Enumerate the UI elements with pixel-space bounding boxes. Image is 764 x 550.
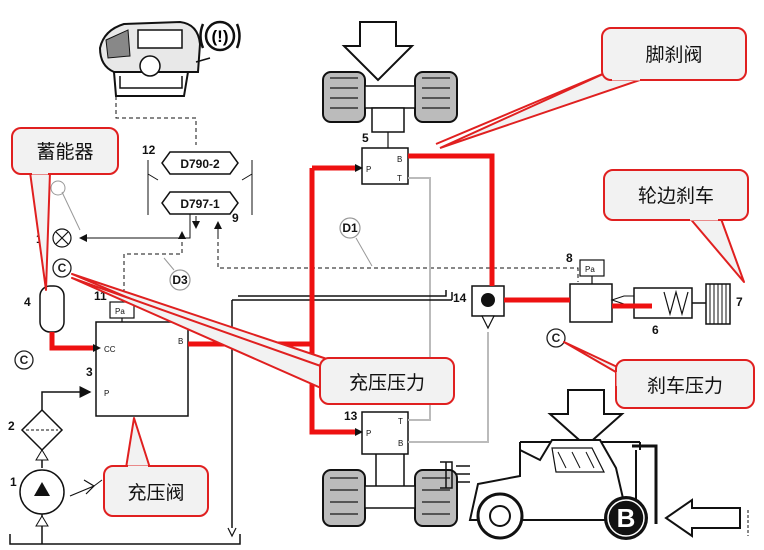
brake-control-valve [569,283,613,323]
label-6: 6 [652,323,659,337]
d797-label: D797-1 [180,197,220,211]
callout-charge-pressure: 充压压力 [71,273,455,405]
wheel-brake-disc [705,283,731,325]
label-3: 3 [86,365,93,379]
warning-glyph: (!) [212,27,229,46]
pump [19,469,103,515]
pa-left-label: Pa [115,307,125,316]
port-b-charge: B [178,337,183,346]
label-12: 12 [142,143,156,157]
bottom-brake-valve: P T B [361,411,409,455]
pressure-switch-right: Pa [579,259,605,277]
label-7: 7 [736,295,743,309]
svg-text:脚刹阀: 脚刹阀 [645,44,702,66]
d1-label: D1 [342,221,358,235]
callout-brake-pressure: 刹车压力 [563,341,755,409]
label-13: 13 [344,409,358,423]
bottom-axle [322,454,458,527]
sensor-d1: D1 [339,217,361,239]
svg-text:充压压力: 充压压力 [349,372,425,394]
callout-accumulator: 蓄能器 [11,127,119,291]
label-14: 14 [453,291,467,305]
filter [20,408,64,452]
port-b-top: B [397,155,402,164]
svg-text:轮边刹车: 轮边刹车 [638,185,714,207]
warning-icon: (!) [199,20,241,52]
label-1: 1 [10,475,17,489]
svg-text:C: C [20,353,29,367]
label-5: 5 [362,131,369,145]
port-p-top: P [366,165,371,174]
callout-wheel-brake: 轮边刹车 [603,169,749,283]
port-t-top: T [397,174,402,183]
port-b-bottom: B [398,439,403,448]
svg-text:充压阀: 充压阀 [127,482,184,504]
brand-letter: B [617,503,636,533]
port-p-charge: P [104,389,109,398]
d790-label: D790-2 [180,157,220,171]
port-cc: CC [104,345,116,354]
pressure-switch-d797: D797-1 [161,191,239,215]
label-4: 4 [24,295,31,309]
c-marker-pump: C [14,350,34,370]
callout-foot-brake-valve: 脚刹阀 [435,27,747,149]
port-t-bottom: T [398,417,403,426]
label-8: 8 [566,251,573,265]
forklift-icon [440,389,658,540]
lamp-icon [52,228,72,248]
pa-right-label: Pa [585,265,595,274]
svg-text:刹车压力: 刹车压力 [647,375,723,397]
svg-text:C: C [552,331,561,345]
shuttle-valve [471,285,505,330]
sensor-d3: D3 [169,269,191,291]
top-axle [322,21,458,133]
svg-text:蓄能器: 蓄能器 [36,141,93,163]
port-p-bottom: P [366,429,371,438]
push-arrow-icon [664,498,741,538]
brake-cylinder [610,287,693,319]
c-marker-brake: C [546,328,566,348]
foot-brake-valve: P B T [361,147,409,185]
pressure-switch-d790: D790-2 [161,151,239,175]
dashboard-icon [98,20,211,97]
callout-charge-valve: 充压阀 [103,417,209,517]
brand-icon: B [604,496,648,540]
svg-text:C: C [58,261,67,275]
label-9: 9 [232,211,239,225]
c-marker-accumulator: C [52,258,72,278]
charge-valve-block: CC P B [95,321,189,417]
d3-label: D3 [172,273,188,287]
label-2: 2 [8,419,15,433]
